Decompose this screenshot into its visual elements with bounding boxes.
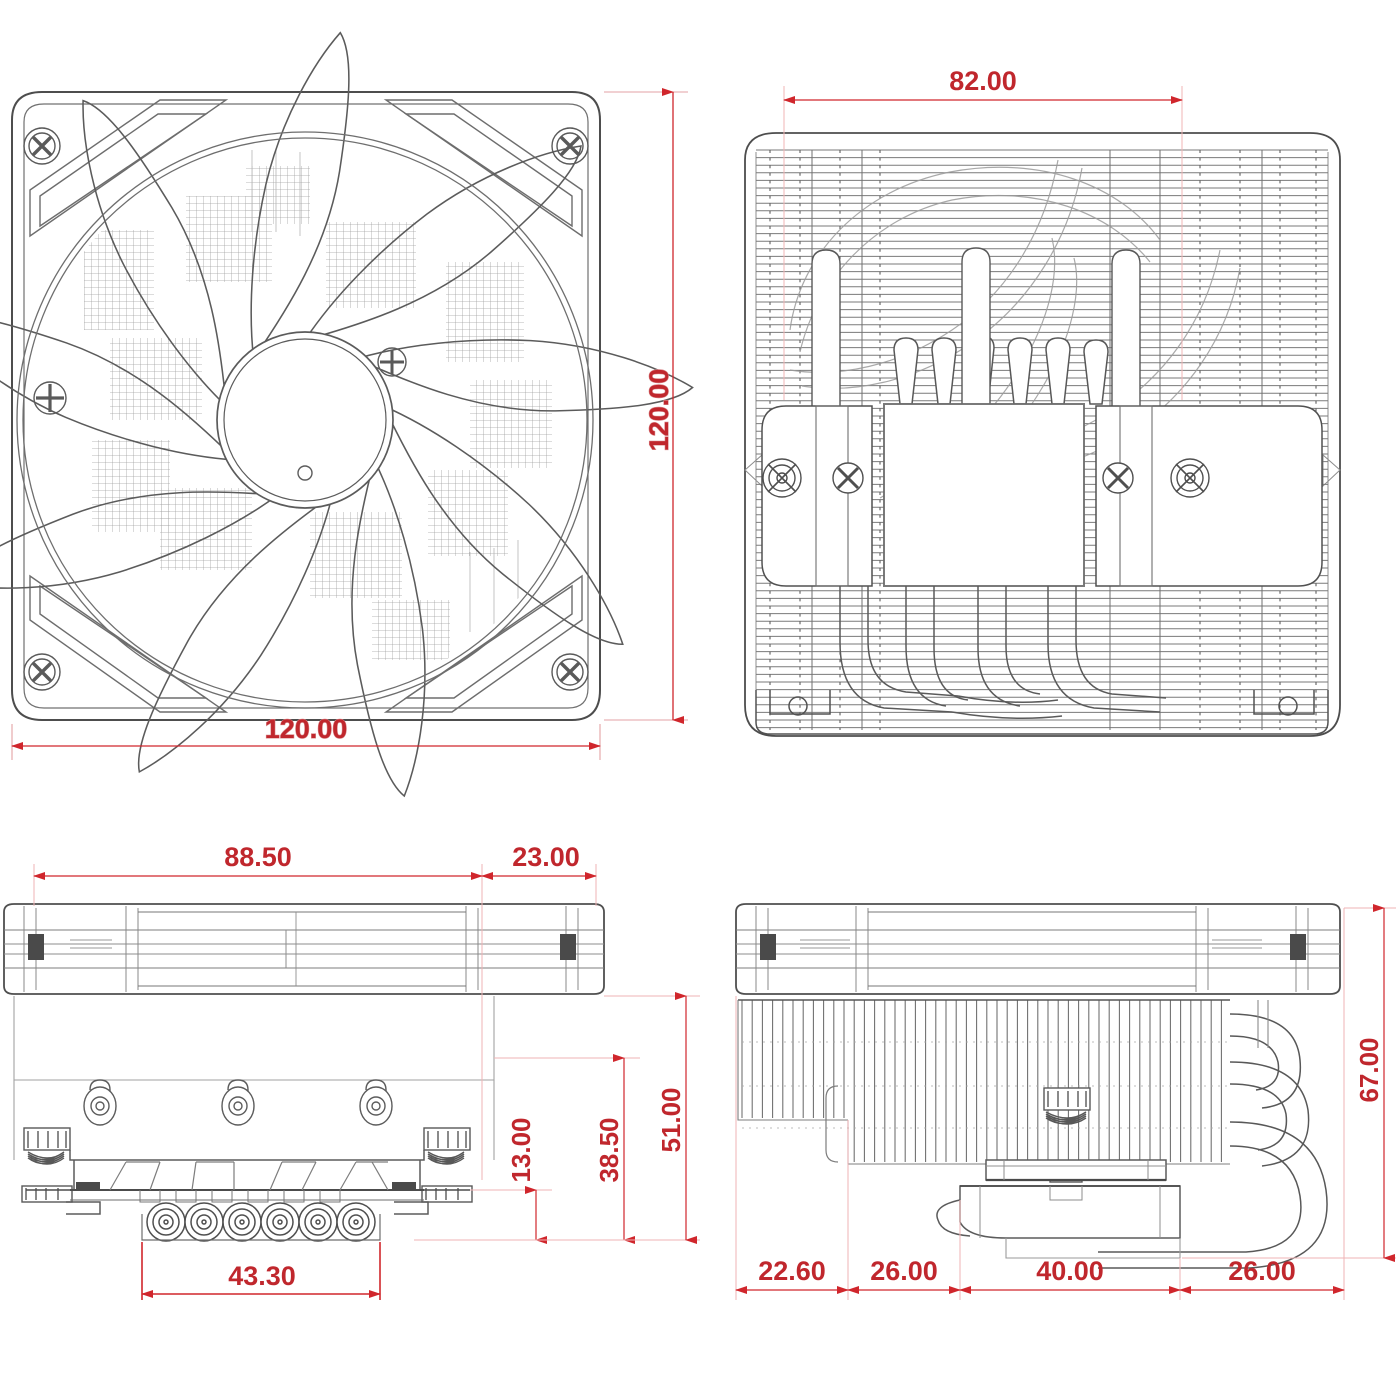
dim-mount-span: 82.00 (949, 66, 1017, 96)
heatpipe-3 (222, 1202, 262, 1242)
top-heatsink-view (744, 132, 1341, 737)
spring-screws (21, 1127, 473, 1203)
dim-overall-height: 51.00 (656, 1087, 686, 1152)
dim-fan-height: 120.00 (644, 369, 674, 452)
end-base-plate (936, 1159, 1181, 1259)
mount-screw-inner-right (1102, 462, 1134, 494)
mount-screw-inner-left (832, 462, 864, 494)
fan-pad-left (28, 934, 44, 960)
fan-frame (11, 91, 601, 721)
heatsink-fins-behind-fan (84, 150, 552, 660)
end-view-dimensions: 67.00 22.60 26.00 40.00 26.00 (735, 904, 1396, 1300)
fan-corner-screws (23, 127, 589, 691)
base-plate (26, 1150, 470, 1215)
mounting-bars (761, 405, 1323, 587)
screw-top-right (551, 127, 589, 165)
fin-stack-outline (13, 996, 495, 1160)
screw-mid-right (377, 347, 407, 377)
top-view-dimensions: 82.00 (783, 66, 1183, 400)
dim-overall-depth: 67.00 (1354, 1037, 1384, 1102)
dim-fan-depth-a: 88.50 (224, 842, 292, 872)
heatpipe-risers (811, 247, 1141, 409)
heatpipe-5 (298, 1202, 338, 1242)
dim-fan-width: 120.00 (265, 714, 348, 744)
heatsink-outer-bracket (744, 132, 1341, 737)
spring-screw-right (421, 1127, 473, 1203)
fan-corner-struts (29, 99, 583, 713)
mount-post-1 (83, 1079, 117, 1126)
mount-post-2 (221, 1079, 255, 1126)
end-heatpipe-bends (1098, 1000, 1328, 1269)
fan-pad-right (560, 934, 576, 960)
heatpipe-4 (260, 1202, 300, 1242)
heatpipe-cross-sections (141, 1202, 381, 1242)
fan-side-body (3, 903, 605, 995)
mount-posts (83, 1079, 393, 1126)
heatpipe-2 (184, 1202, 224, 1242)
base-bracket (755, 690, 1329, 735)
mount-post-3 (359, 1079, 393, 1126)
screw-bottom-right (551, 653, 589, 691)
mount-screw-outer-left (762, 458, 802, 498)
fan-hub (216, 331, 394, 509)
front-fan-view (0, 31, 694, 798)
front-view-dimensions: 120.00 120.00 (11, 88, 688, 760)
mount-screws (762, 458, 1210, 498)
end-profile-view (735, 903, 1341, 1269)
screw-mid-left (33, 381, 67, 415)
dim-seg-3: 40.00 (1036, 1256, 1104, 1286)
heatpipe-1 (146, 1202, 186, 1242)
cpu-base-block (883, 403, 1085, 587)
end-fan-pad-left (760, 934, 776, 960)
heatpipe-6 (336, 1202, 376, 1242)
fan-blades (0, 31, 694, 798)
dim-base-height: 13.00 (506, 1117, 536, 1182)
side-view-dimensions: 88.50 23.00 13.00 38.50 51.00 43.30 (33, 842, 700, 1300)
end-fin-array (737, 999, 1230, 1165)
dim-seg-4: 26.00 (1228, 1256, 1296, 1286)
screw-bottom-left (23, 653, 61, 691)
hub-pin-hole (297, 465, 313, 481)
dim-pipe-span: 43.30 (228, 1261, 296, 1291)
dim-seg-2: 26.00 (870, 1256, 938, 1286)
spring-screw-left (21, 1127, 73, 1203)
mount-screw-outer-right (1170, 458, 1210, 498)
heatpipe-lower-bends (839, 586, 1167, 719)
dim-seg-1: 22.60 (758, 1256, 826, 1286)
screw-top-left (23, 127, 61, 165)
end-fan-body (735, 903, 1341, 995)
end-fan-pad-right (1290, 934, 1306, 960)
dim-fan-depth-b: 23.00 (512, 842, 580, 872)
fan-sweep-circle (16, 131, 594, 709)
dim-stack-height: 38.50 (594, 1117, 624, 1182)
side-profile-view (3, 903, 605, 1242)
